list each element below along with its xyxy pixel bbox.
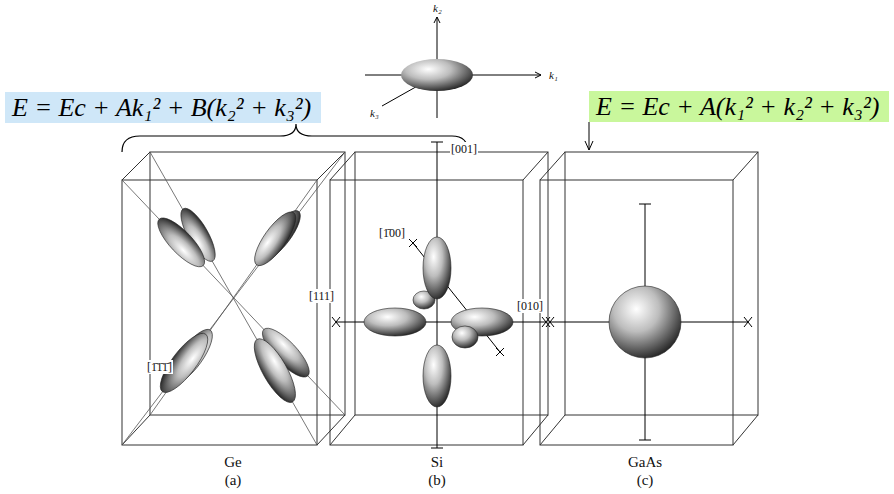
crystal-cube: Ge(a) bbox=[133, 150, 333, 486]
material-name: GaAs bbox=[545, 454, 745, 471]
ge-cube bbox=[122, 152, 345, 445]
equation-box: E = Ec + A(k₁² + k₂² + k₃²) bbox=[589, 91, 889, 122]
cube-outlines bbox=[122, 152, 758, 445]
pointer-arrow bbox=[589, 122, 590, 150]
material-name: Ge bbox=[133, 454, 333, 471]
k-axes bbox=[365, 17, 541, 118]
gaas-axes bbox=[546, 204, 752, 440]
si-valleys bbox=[364, 237, 513, 407]
ge-valleys bbox=[151, 204, 316, 408]
material-name: Si bbox=[337, 454, 537, 471]
equation-box: E = Ec + Ak₁² + B(k₂² + k₃²) bbox=[5, 92, 321, 123]
gaas-cube bbox=[540, 152, 758, 445]
brace bbox=[122, 124, 468, 152]
crystal-cube: Si(b) bbox=[337, 150, 537, 486]
gaas-valley bbox=[609, 286, 681, 358]
panel-letter: (c) bbox=[545, 472, 745, 489]
direction-label: [1̄00] bbox=[378, 226, 406, 240]
direction-label: [111] bbox=[308, 289, 335, 303]
axis-label: k₃ bbox=[369, 106, 380, 120]
panel-letter: (b) bbox=[337, 472, 537, 489]
si-axes bbox=[332, 142, 550, 448]
axis-label: k₂ bbox=[432, 1, 443, 15]
equation-text: E = Ec + A(k₁² + k₂² + k₃²) bbox=[596, 92, 879, 121]
panel-letter: (a) bbox=[133, 472, 333, 489]
equation-text: E = Ec + Ak₁² + B(k₂² + k₃²) bbox=[12, 93, 311, 122]
direction-label: [010] bbox=[516, 299, 544, 313]
crystal-cube: GaAs(c) bbox=[545, 150, 745, 486]
axis-label: k₁ bbox=[548, 68, 559, 82]
direction-label: [001] bbox=[450, 142, 478, 156]
ellipsoid-icon bbox=[401, 59, 473, 91]
si-cube bbox=[330, 152, 548, 445]
direction-label: [1̄1̄1̄] bbox=[146, 360, 173, 374]
